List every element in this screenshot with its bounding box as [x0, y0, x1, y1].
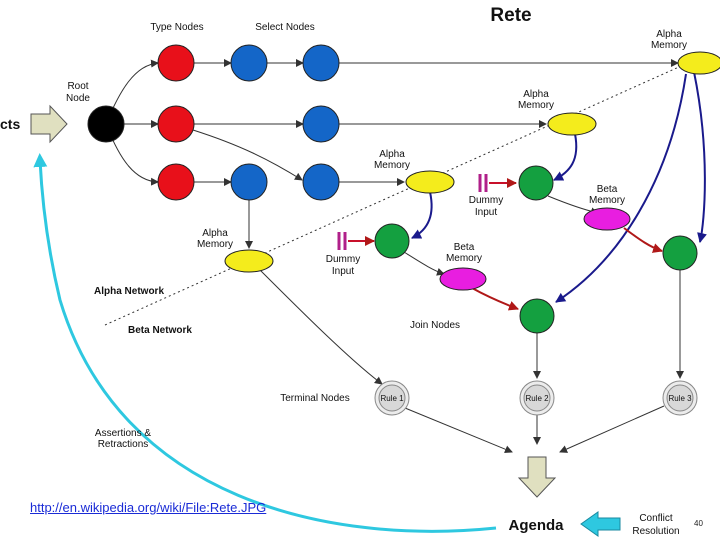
source-link[interactable]: http://en.wikipedia.org/wiki/File:Rete.J…: [30, 500, 267, 515]
select-node-2: [302, 105, 340, 143]
beta-memory-1-label-1: Beta: [597, 184, 618, 195]
join-node-1: [518, 165, 554, 201]
type-node-1: [157, 44, 195, 82]
facts-label: cts: [0, 116, 20, 132]
rule-node-1: [378, 384, 406, 412]
facts-input-arrow: [30, 104, 68, 144]
edge-rule1-agenda: [404, 407, 513, 454]
select-node-1: [230, 44, 268, 82]
dummy-input-top: [478, 174, 517, 192]
edge-rule3-agenda: [559, 405, 665, 453]
join-to-beta-lines: [403, 195, 599, 276]
rule-2-label: Rule 2: [525, 394, 549, 403]
alpha-memory-2-label-1: Alpha: [523, 89, 549, 100]
dummy-input-top-label-2: Input: [475, 207, 497, 218]
alpha-memory-1: [677, 51, 720, 75]
alpha-memory-2: [547, 112, 597, 136]
select-node-1b: [302, 44, 340, 82]
alpha-memory-4: [224, 249, 274, 273]
assertions-label-2: Retractions: [98, 439, 149, 450]
type-nodes-label: Type Nodes: [150, 22, 203, 33]
rule-node-3: [666, 384, 694, 412]
rule-3-label: Rule 3: [668, 394, 692, 403]
agenda-label: Agenda: [508, 517, 564, 534]
page-number: 40: [694, 519, 703, 528]
dummy-input-bottom-label-1: Dummy: [326, 254, 360, 265]
beta-memory-2-label-1: Beta: [454, 242, 475, 253]
arrow-alphamem3-join0: [411, 191, 433, 239]
assertions-label-1: Assertions &: [95, 428, 151, 439]
select-nodes-label: Select Nodes: [255, 22, 314, 33]
alpha-memory-3-label-1: Alpha: [379, 149, 405, 160]
diagram-title: Rete: [490, 5, 531, 26]
edge-alphamem4-rule1: [257, 267, 383, 385]
terminal-nodes-label: Terminal Nodes: [280, 393, 349, 404]
rule-1-label: Rule 1: [380, 394, 404, 403]
conflict-resolution-label-2: Resolution: [632, 526, 679, 537]
arrow-alphamem1-join3: [693, 71, 707, 243]
beta-network-label: Beta Network: [128, 325, 192, 336]
arrow-alphamem2-join1: [553, 133, 578, 181]
edge-type2-select4: [192, 129, 303, 181]
dummy-input-bottom-label-2: Input: [332, 266, 354, 277]
arrow-betamem1-join3: [623, 227, 663, 253]
join-node-2: [519, 298, 555, 334]
join-node-3: [662, 235, 698, 271]
agenda-down-arrow: [517, 456, 557, 498]
network-divider: [104, 61, 691, 326]
alpha-memory-4-label-2: Memory: [197, 239, 233, 250]
beta-arrows: [471, 227, 663, 311]
beta-memory-1: [583, 207, 631, 231]
dummy-input-top-label-1: Dummy: [469, 195, 503, 206]
type-node-3: [157, 163, 195, 201]
alpha-memory-1-label-2: Memory: [651, 40, 687, 51]
type-node-2: [157, 105, 195, 143]
arrow-betamem2-join2: [471, 287, 519, 311]
beta-memory-2-label-2: Memory: [446, 253, 482, 264]
memory-arrows: [411, 71, 707, 303]
root-node-label-2: Node: [66, 93, 90, 104]
conflict-resolution-label-1: Conflict: [639, 513, 673, 524]
connector-lines: [105, 59, 684, 454]
select-node-3: [230, 163, 268, 201]
edge-join0-betamem2: [403, 251, 445, 276]
select-node-4: [302, 163, 340, 201]
alpha-memory-3: [405, 170, 455, 194]
beta-memory-2: [439, 267, 487, 291]
alpha-memory-4-label-1: Alpha: [202, 228, 228, 239]
beta-memory-1-label-2: Memory: [589, 195, 625, 206]
alpha-memory-2-label-2: Memory: [518, 100, 554, 111]
join-node-0: [374, 223, 410, 259]
alpha-network-label: Alpha Network: [94, 286, 164, 297]
alpha-memory-1-label-1: Alpha: [656, 29, 682, 40]
rule-node-2: [523, 384, 551, 412]
root-node-label-1: Root: [67, 81, 88, 92]
root-node: [87, 105, 125, 143]
join-nodes-label: Join Nodes: [410, 320, 460, 331]
dummy-input-bottom: [337, 232, 375, 250]
alpha-memory-3-label-2: Memory: [374, 160, 410, 171]
assertions-retractions-arrow: [33, 153, 497, 533]
arrow-alphamem1-join2: [555, 73, 687, 303]
nodes: [87, 44, 720, 416]
conflict-resolution-arrow: [580, 511, 621, 537]
